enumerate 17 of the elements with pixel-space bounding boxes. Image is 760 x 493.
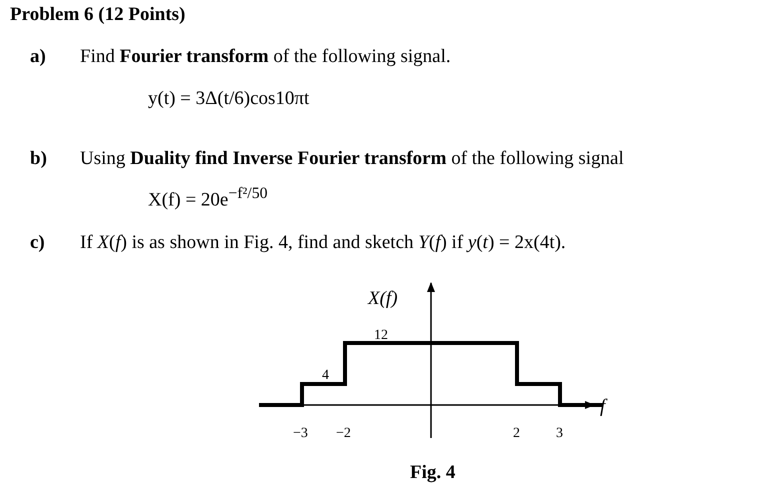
tick-label: 4	[322, 368, 329, 384]
instruction-text: Using Duality find Inverse Fourier transform of the following signal	[80, 148, 624, 170]
instruction-text: If X(f) is as shown in Fig. 4, find and sketch Y(f) if y(t) = 2x(4t).	[80, 232, 566, 254]
formula: y(t) = 3Δ(t/6)cos10πt	[148, 88, 310, 110]
formula: X(f) = 20e$^{−f²/50}$	[148, 185, 268, 212]
instruction-text: Find Fourier transform of the following signal.	[80, 46, 451, 68]
tick-label: 3	[556, 426, 563, 442]
part-letter: a)	[30, 46, 46, 68]
tick-label: 2	[513, 426, 520, 442]
tick-label: −2	[336, 426, 351, 442]
part-letter: b)	[30, 148, 47, 170]
figure-caption: Fig. 4	[410, 462, 456, 484]
axis-label: X(f)	[368, 288, 398, 310]
problem-title: Problem 6 (12 Points)	[10, 4, 186, 26]
tick-label: −3	[293, 426, 308, 442]
tick-label: 12	[374, 328, 388, 344]
part-letter: c)	[30, 232, 45, 254]
